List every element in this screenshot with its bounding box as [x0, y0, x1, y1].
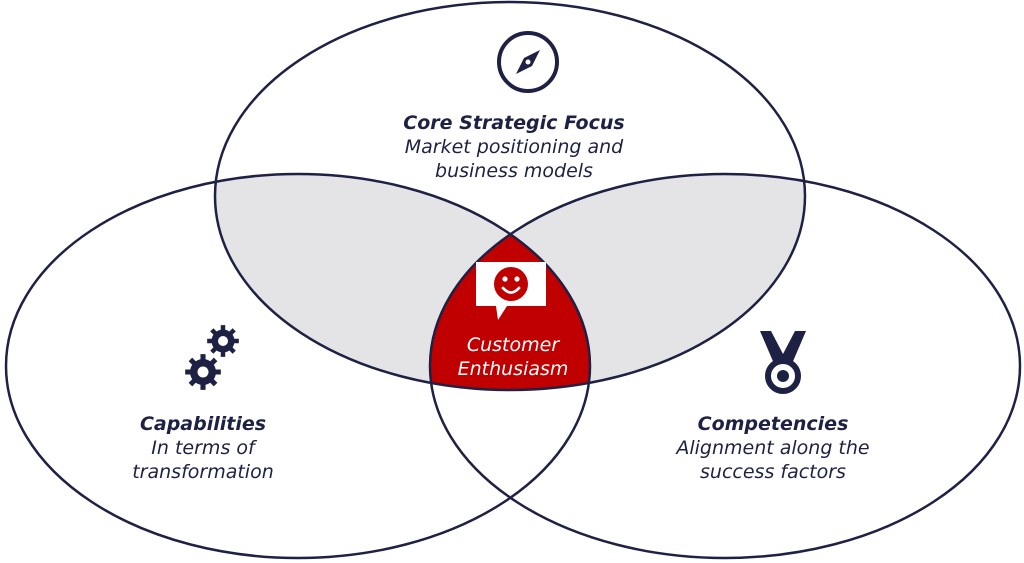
smiley-chat-icon	[476, 262, 546, 320]
circle-competencies	[428, 172, 1022, 560]
capabilities-title: Capabilities	[140, 413, 266, 435]
compass-icon	[497, 31, 559, 93]
competencies-subtitle-line-1: Alignment along the	[674, 437, 869, 459]
circle-core-strategic-focus	[213, 0, 807, 392]
competencies-subtitle-line-2: success factors	[700, 461, 846, 483]
center-label-line-2: Enthusiasm	[458, 358, 569, 380]
capabilities-subtitle-line-2: transformation	[132, 461, 274, 483]
medal-icon	[760, 331, 806, 394]
gears-icon	[185, 325, 239, 390]
competencies-title: Competencies	[698, 413, 849, 435]
core-strategic-focus-title: Core Strategic Focus	[403, 112, 624, 134]
center-label-line-1: Customer	[467, 334, 560, 356]
core-strategic-focus-subtitle-line-1: Market positioning and	[405, 136, 624, 158]
core-strategic-focus-subtitle-line-2: business models	[435, 160, 593, 182]
circle-capabilities	[4, 172, 592, 560]
capabilities-subtitle-line-1: In terms of	[151, 437, 258, 459]
